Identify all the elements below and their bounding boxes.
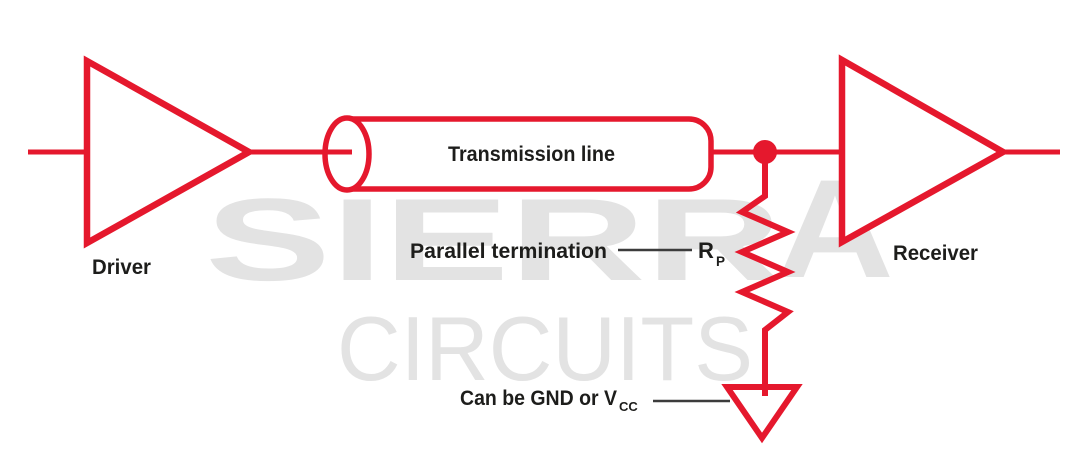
ground-note-label: Can be GND or V — [460, 387, 617, 410]
ground-symbol — [721, 384, 803, 444]
transmission-line-body — [344, 116, 714, 192]
resistor-zigzag — [734, 152, 796, 396]
watermark: SIERR A CIRCUITS — [205, 150, 894, 400]
resistor-label: R — [698, 238, 714, 263]
resistor-label-subscript: P — [716, 254, 725, 269]
receiver-symbol — [838, 54, 1010, 248]
driver-symbol — [83, 55, 256, 249]
watermark-sierra-text: SIERR — [205, 174, 782, 305]
receiver-label: Receiver — [893, 242, 978, 265]
transmission-line-label: Transmission line — [448, 143, 615, 166]
parallel-termination-label: Parallel termination — [410, 240, 607, 263]
driver-label: Driver — [92, 256, 151, 279]
ground-note-subscript: CC — [619, 399, 638, 414]
watermark-circuits-text: CIRCUITS — [337, 299, 753, 400]
